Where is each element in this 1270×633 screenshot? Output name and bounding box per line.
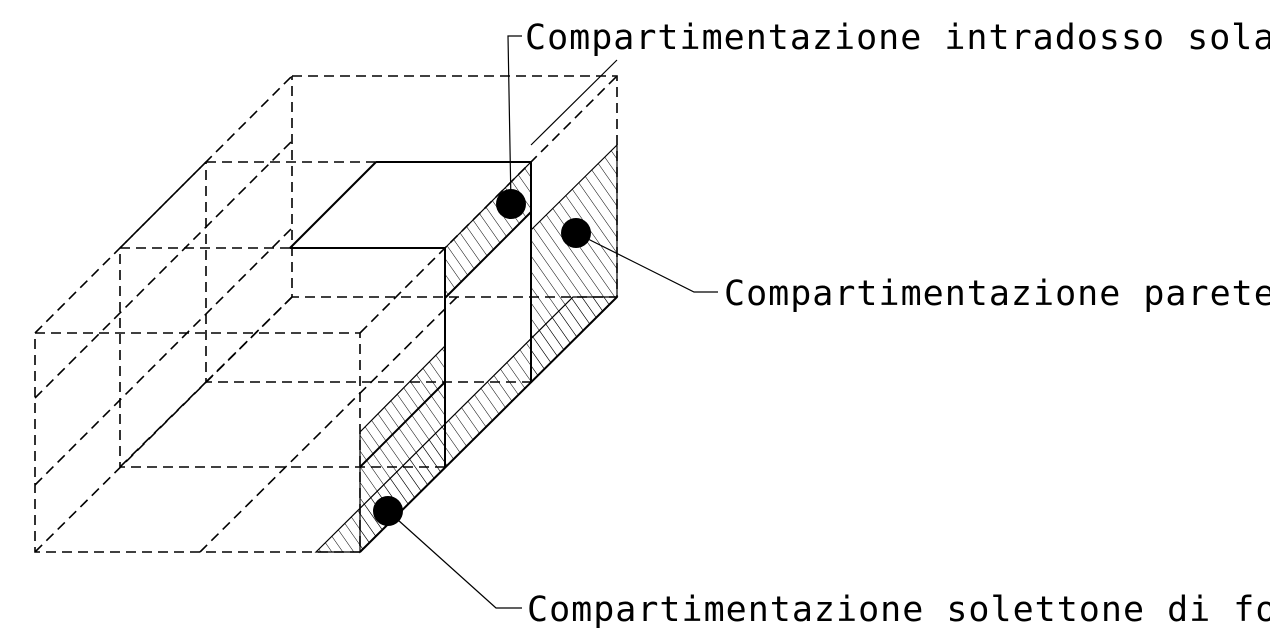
ceiling-marker-dot bbox=[496, 189, 526, 219]
tunnel-outline bbox=[34, 75, 618, 553]
floor-slab-callout bbox=[373, 496, 522, 609]
wall-marker-dot bbox=[561, 218, 591, 248]
floor-slab-marker-dot bbox=[373, 496, 403, 526]
ceiling-hatched-area bbox=[444, 160, 532, 300]
wall-compartment-label: Compartimentazione parete bbox=[724, 274, 1270, 314]
floor-slab-hatched-area bbox=[314, 296, 619, 553]
ceiling-callout bbox=[496, 35, 526, 219]
ceiling-compartment-label: Compartimentazione intradosso solaio bbox=[525, 18, 1270, 58]
wall-callout bbox=[561, 218, 718, 293]
floor-slab-compartment-label: Compartimentazione solettone di fondo bbox=[527, 590, 1270, 630]
